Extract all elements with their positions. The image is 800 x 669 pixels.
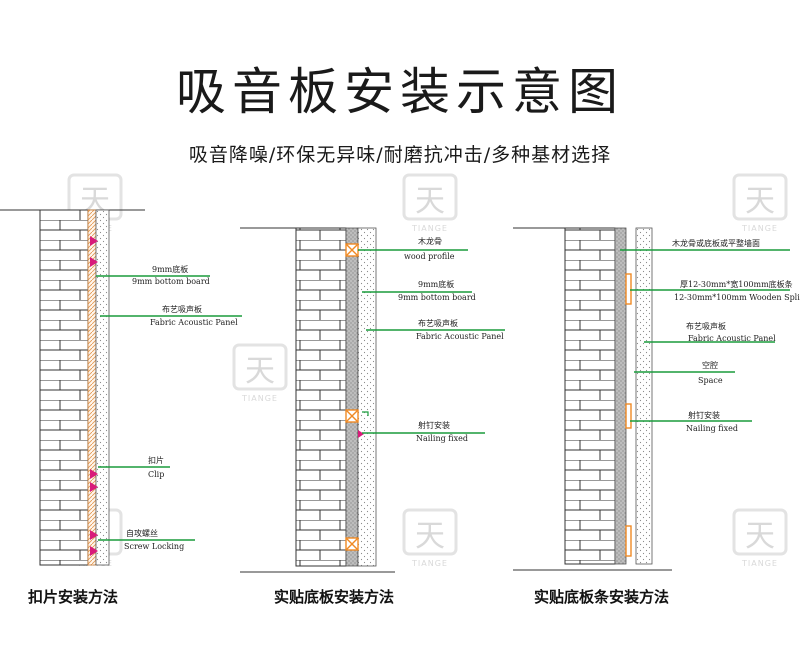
label-nailing-en: Nailing fixed [416,434,468,443]
wood-splint-bottom [625,525,632,557]
label-nailing-en: Nailing fixed [686,424,738,433]
watermark-logo [232,343,288,391]
acoustic-panel [635,227,653,565]
label-space-en: Space [698,376,723,385]
label-nailing-cn: 射钉安装 [418,420,450,430]
brick-wall [564,227,616,565]
watermark-text: TIANGE [411,559,448,568]
watermark-logo [732,173,788,221]
label-splint-cn: 厚12-30mm*宽100mm底板条 [680,279,793,289]
label-wood-profile-en: wood profile [404,252,455,261]
label-panel-cn: 布艺吸声板 [162,304,202,314]
page-subtitle: 吸音降噪/环保无异味/耐磨抗冲击/多种基材选择 [188,144,612,166]
watermark-text: TIANGE [741,559,778,568]
panel-board-strip-install: 木龙骨或底板或平整墙面 厚12-30mm*宽100mm底板条 12-30mm*1… [513,227,800,606]
label-wood-profile-cn: 木龙骨 [418,236,442,246]
label-panel-en: Fabric Acoustic Panel [688,334,776,343]
acoustic-panel [95,209,110,566]
watermark-logo [402,508,458,556]
page-title: 吸音板安装示意图 [176,63,624,121]
wood-splint-mid [625,403,632,429]
label-panel-cn: 布艺吸声板 [418,318,458,328]
leader-lines [620,249,790,422]
label-splint-en: 12-30mm*100mm Wooden Splint [674,293,800,302]
acoustic-panel [357,227,377,567]
label-space-cn: 空腔 [702,360,718,370]
label-clip-en: Clip [148,470,164,479]
watermark-logo [732,508,788,556]
watermark-mark: 天 [415,519,445,554]
watermark-group: 天TIANGE天TIANGE天TIANGE天TIANGE天TIANGE天TIAN… [67,173,788,568]
brick-wall [39,209,89,566]
label-nailing-cn: 射钉安装 [688,410,720,420]
label-base-cn: 木龙骨或底板或平整墙面 [672,238,760,248]
brick-wall [295,227,347,567]
panel-clip-install: 9mm底板 9mm bottom board 布艺吸声板 Fabric Acou… [0,209,242,606]
label-screw-en: Screw Locking [124,542,184,551]
watermark-logo [402,173,458,221]
label-bottom-board-en: 9mm bottom board [398,293,476,302]
watermark-mark: 天 [245,354,275,389]
bottom-board [345,227,359,567]
label-bottom-board-en: 9mm bottom board [132,277,210,286]
caption-board-strip-install: 实贴底板条安装方法 [534,588,669,606]
watermark-mark: 天 [745,184,775,219]
label-clip-cn: 扣片 [148,455,164,465]
caption-direct-board-install: 实贴底板安装方法 [274,588,394,606]
watermark-text: TIANGE [411,224,448,233]
leader-lines [96,275,242,541]
watermark-mark: 天 [415,184,445,219]
label-panel-cn: 布艺吸声板 [686,321,726,331]
label-bottom-board-cn: 9mm底板 [152,264,188,274]
watermark-text: TIANGE [741,224,778,233]
label-panel-en: Fabric Acoustic Panel [416,332,504,341]
caption-clip-install: 扣片安装方法 [28,588,118,606]
wood-splint-top [625,273,632,305]
watermark-mark: 天 [745,519,775,554]
watermark-text: TIANGE [241,394,278,403]
base-board [614,227,627,565]
label-screw-cn: 自攻螺丝 [126,528,158,538]
label-bottom-board-cn: 9mm底板 [418,279,454,289]
panel-direct-board-install: 木龙骨 wood profile 9mm底板 9mm bottom board … [240,227,505,606]
leader-lines [358,249,505,434]
label-panel-en: Fabric Acoustic Panel [150,318,238,327]
